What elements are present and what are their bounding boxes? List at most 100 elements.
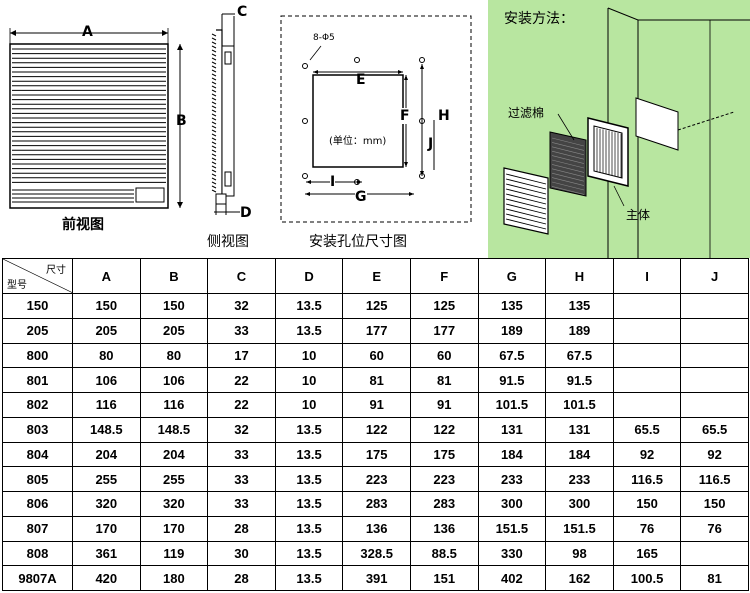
value-cell [612,367,682,393]
value-cell: 13.5 [274,565,344,591]
value-cell [680,293,749,319]
value-cell: 13.5 [274,416,344,443]
filter-cotton-label: 过滤棉 [508,106,545,120]
value-cell: 13.5 [274,466,344,492]
column-header: J [680,258,749,294]
value-cell: 177 [342,317,411,344]
value-cell: 80 [139,342,209,369]
value-cell: 22 [207,392,276,418]
value-cell: 320 [72,491,141,517]
value-cell: 125 [409,293,479,319]
model-cell: 802 [2,392,73,418]
value-cell: 204 [139,441,209,468]
corner-size-label: 尺寸 [46,265,66,276]
dim-label-h: H [438,108,450,124]
value-cell: 131 [545,416,614,443]
value-cell: 165 [612,540,682,567]
value-cell: 119 [139,540,209,567]
column-header: B [139,258,209,294]
table-header-row: 尺寸 型号 A B C D E F G H I J [2,258,749,294]
model-cell: 205 [2,317,73,344]
value-cell: 13.5 [274,515,344,542]
value-cell: 92 [612,441,682,468]
value-cell: 223 [409,466,479,492]
value-cell: 177 [409,317,479,344]
value-cell: 122 [342,416,411,443]
value-cell: 13.5 [274,540,344,567]
value-cell: 81 [342,367,411,393]
value-cell: 33 [207,491,276,517]
dim-label-c: C [237,4,248,20]
value-cell [680,540,749,567]
column-header: H [545,258,614,294]
value-cell: 116 [139,392,209,418]
dim-label-i: I [330,174,336,190]
value-cell: 283 [342,491,411,517]
value-cell: 175 [342,441,411,468]
value-cell: 184 [477,441,547,468]
value-cell: 33 [207,466,276,492]
value-cell: 328.5 [342,540,411,567]
model-cell: 803 [2,416,73,443]
value-cell: 116 [72,392,141,418]
value-cell: 33 [207,317,276,344]
value-cell: 205 [139,317,209,344]
value-cell: 233 [545,466,614,492]
value-cell: 10 [274,392,344,418]
value-cell: 67.5 [545,342,614,369]
value-cell: 148.5 [139,416,209,443]
value-cell: 402 [477,565,547,591]
value-cell: 67.5 [477,342,547,369]
hole-size-caption: 安装孔位尺寸图 [309,234,407,250]
value-cell: 391 [342,565,411,591]
dim-label-j: J [428,136,434,152]
value-cell: 28 [207,565,276,591]
front-view-caption: 前视图 [62,217,104,233]
value-cell [612,293,682,319]
value-cell: 30 [207,540,276,567]
dim-label-e: E [356,72,366,88]
model-cell: 804 [2,441,73,468]
value-cell: 148.5 [72,416,141,443]
unit-label: (单位：mm) [329,136,387,147]
value-cell: 17 [207,342,276,369]
corner-model-label: 型号 [7,280,27,291]
value-cell: 189 [545,317,614,344]
model-cell: 800 [2,342,73,369]
column-header: E [342,258,411,294]
value-cell: 283 [409,491,479,517]
value-cell: 10 [274,342,344,369]
value-cell: 100.5 [612,565,682,591]
value-cell: 106 [139,367,209,393]
value-cell: 33 [207,441,276,468]
value-cell: 88.5 [409,540,479,567]
column-header: I [612,258,682,294]
value-cell: 91.5 [545,367,614,393]
value-cell: 81 [409,367,479,393]
value-cell: 151.5 [477,515,547,542]
front-view-drawing [9,13,472,223]
value-cell: 122 [409,416,479,443]
value-cell: 10 [274,367,344,393]
hole-count-label: 8-Φ5 [313,33,335,43]
value-cell: 28 [207,515,276,542]
dim-label-f: F [400,108,410,124]
value-cell: 150 [139,293,209,319]
diagram-area: A B C D E F G H I J 8-Φ5 (单位：mm) 前视图 侧视图… [0,0,750,258]
dim-label-a: A [82,24,93,40]
value-cell: 162 [545,565,614,591]
value-cell: 76 [680,515,749,542]
corner-header: 尺寸 型号 [2,258,73,294]
value-cell: 204 [72,441,141,468]
value-cell: 135 [477,293,547,319]
